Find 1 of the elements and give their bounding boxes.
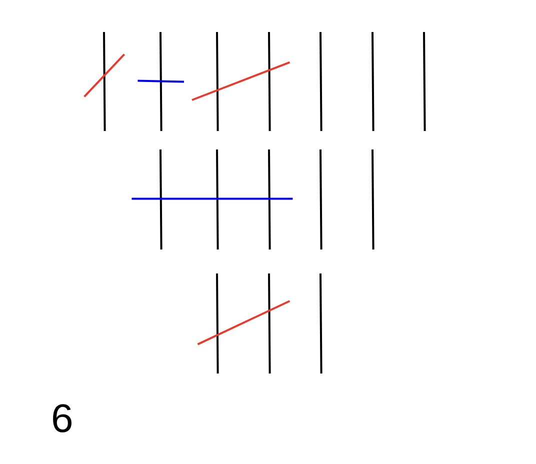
number-label: 6 xyxy=(51,399,74,439)
